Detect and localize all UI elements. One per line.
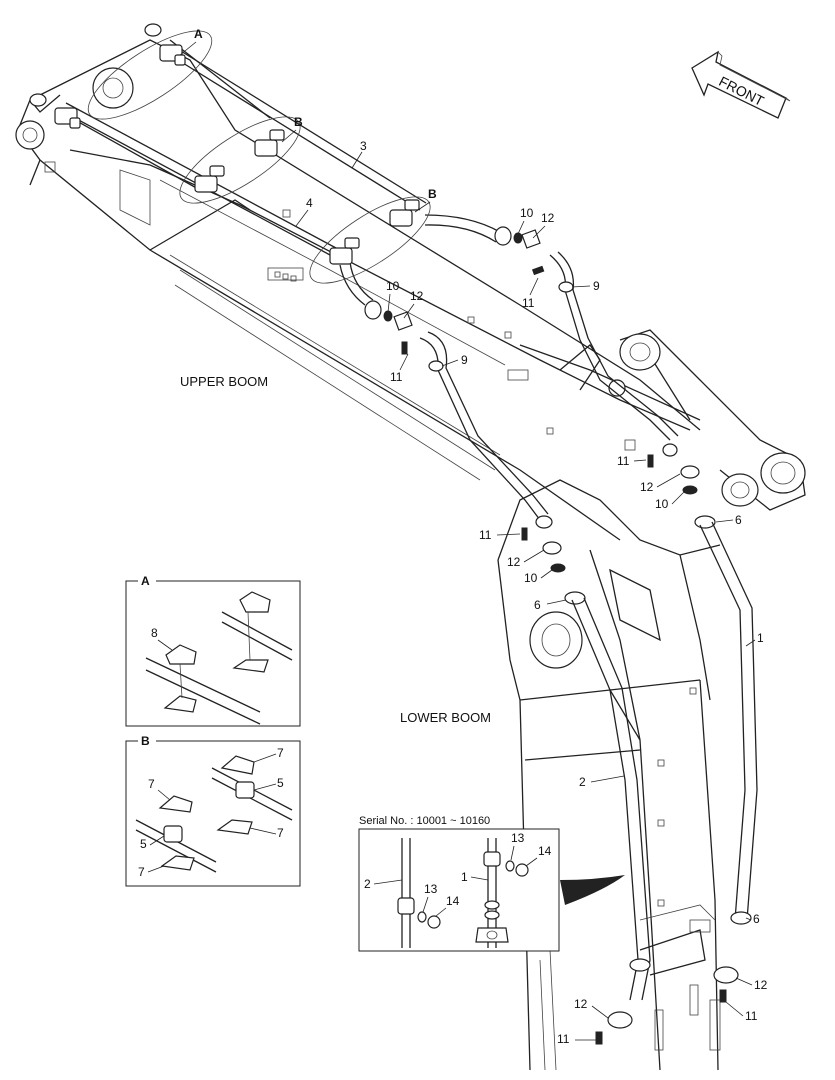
callout-10b: 10 xyxy=(386,279,400,293)
detail-a-title: A xyxy=(141,574,150,588)
callouts: 3 4 10 12 9 11 10 12 9 11 11 12 10 6 11 … xyxy=(295,139,768,1046)
callout-9a: 9 xyxy=(593,279,600,293)
callout-6b: 6 xyxy=(534,598,541,612)
inset-callout-2: 2 xyxy=(364,877,371,891)
callout-6c: 6 xyxy=(753,912,760,926)
callout-11d: 11 xyxy=(479,528,492,542)
callout-12c: 12 xyxy=(640,480,654,494)
pipe-4 xyxy=(74,39,271,191)
fittings-left xyxy=(521,515,586,605)
callout-11f: 11 xyxy=(557,1032,570,1046)
inset-callout-13b: 13 xyxy=(424,882,438,896)
detail-b-callout-5a: 5 xyxy=(277,776,284,790)
callout-11b: 11 xyxy=(390,370,403,384)
lower-boom-body xyxy=(497,479,721,1071)
fittings-right xyxy=(647,443,716,529)
callout-4: 4 xyxy=(306,196,313,210)
callout-12d: 12 xyxy=(507,555,521,569)
upper-boom-label: UPPER BOOM xyxy=(180,374,268,389)
callout-12f: 12 xyxy=(574,997,588,1011)
callout-2: 2 xyxy=(579,775,586,789)
detail-b-callout-7b: 7 xyxy=(148,777,155,791)
hose-upper-right xyxy=(424,214,679,441)
view-marker-b2: B xyxy=(428,187,437,201)
pipe-2 xyxy=(571,597,651,1045)
callout-11e: 11 xyxy=(745,1009,758,1023)
hose-upper-left xyxy=(339,261,549,521)
front-arrow-icon xyxy=(691,50,791,119)
serial-inset-title: Serial No. : 10001 ~ 10160 xyxy=(359,815,490,827)
pipe-1 xyxy=(699,521,758,1003)
inset-callout-13a: 13 xyxy=(511,831,525,845)
inset-callout-1: 1 xyxy=(461,870,468,884)
callout-11c: 11 xyxy=(617,454,630,468)
detail-b-callout-5b: 5 xyxy=(140,837,147,851)
lower-boom-label: LOWER BOOM xyxy=(400,710,491,725)
detail-b-box xyxy=(125,733,301,887)
callout-10a: 10 xyxy=(520,206,534,220)
inset-callout-14a: 14 xyxy=(538,844,552,858)
clamp-group-b2 xyxy=(309,196,431,284)
callout-9b: 9 xyxy=(461,353,468,367)
detail-b-title: B xyxy=(141,734,150,748)
detail-a-callout-8: 8 xyxy=(151,626,158,640)
callout-12a: 12 xyxy=(541,211,555,225)
callout-6a: 6 xyxy=(735,513,742,527)
clamp-group-b1 xyxy=(179,116,301,204)
upper-boom-body xyxy=(15,23,701,541)
view-marker-b1: B xyxy=(294,115,303,129)
inset-pointer xyxy=(560,875,625,905)
callout-10c: 10 xyxy=(655,497,669,511)
callout-12b: 12 xyxy=(410,289,424,303)
callout-11a: 11 xyxy=(522,296,535,310)
inset-callout-14b: 14 xyxy=(446,894,460,908)
detail-b-callout-7c: 7 xyxy=(277,826,284,840)
view-marker-a: A xyxy=(194,27,203,41)
callout-3: 3 xyxy=(360,139,367,153)
detail-b-callout-7d: 7 xyxy=(138,865,145,879)
detail-a-box xyxy=(125,573,301,727)
callout-10d: 10 xyxy=(524,571,538,585)
callout-1: 1 xyxy=(757,631,764,645)
detail-b-callout-7a: 7 xyxy=(277,746,284,760)
callout-12e: 12 xyxy=(754,978,768,992)
serial-inset-box xyxy=(358,828,560,952)
